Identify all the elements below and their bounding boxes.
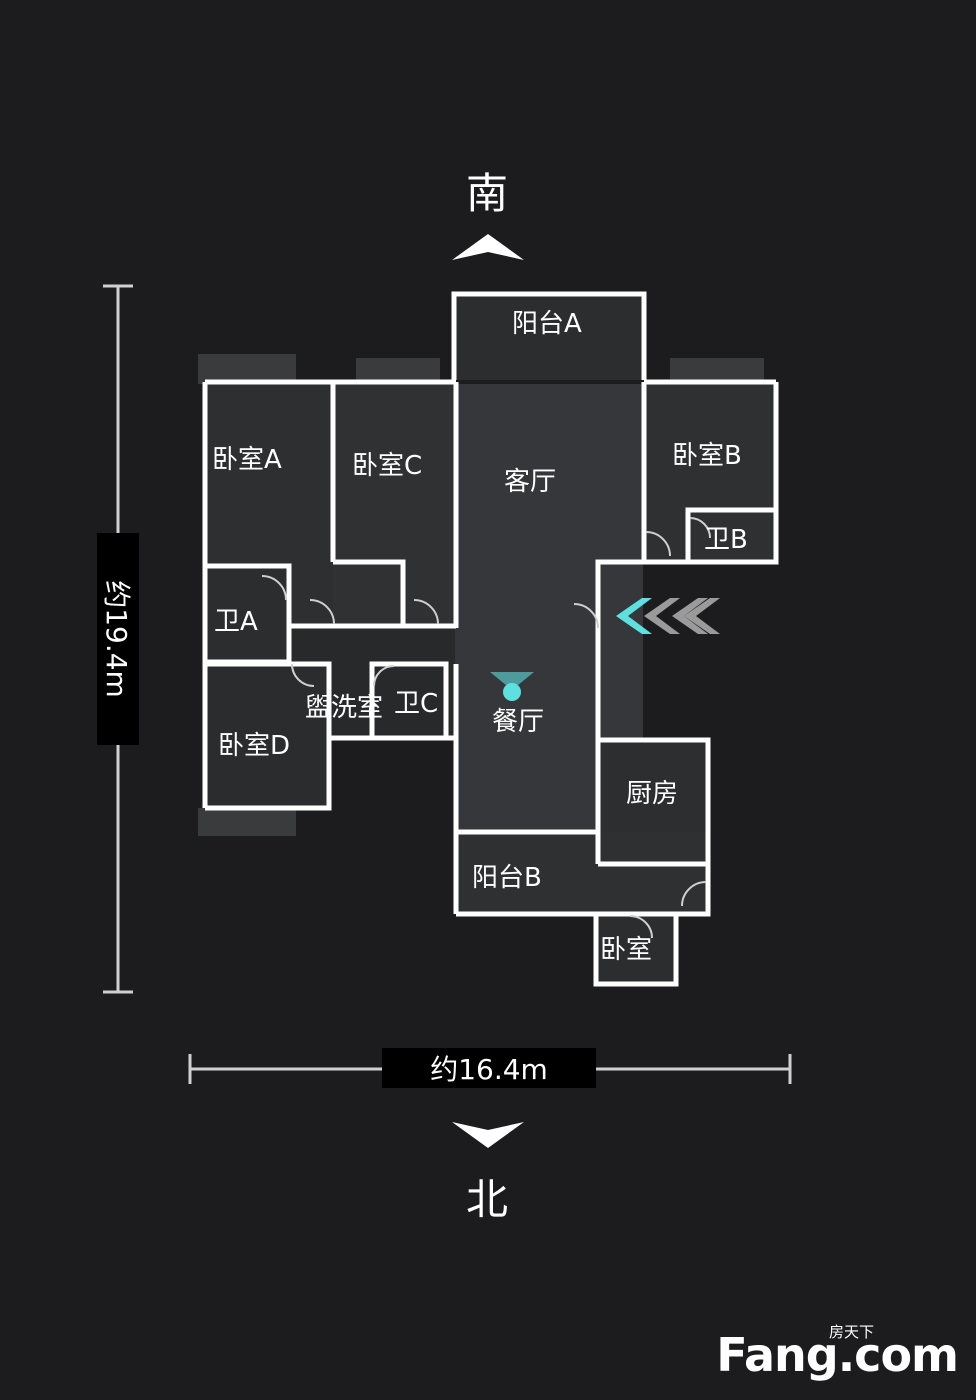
room-label-bedroom-d: 卧室D — [218, 731, 290, 761]
room-label-bedroom-a: 卧室A — [212, 445, 282, 475]
room-label-washroom: 盥洗室 — [305, 693, 383, 723]
entrance-chevrons-icon — [616, 598, 720, 634]
room-label-bath-b: 卫B — [704, 525, 748, 555]
room-label-bath-a: 卫A — [214, 607, 258, 637]
room-label-bedroom-c: 卧室C — [352, 451, 422, 481]
door-bedroom-c — [413, 599, 439, 625]
watermark-big-text: Fang.com — [716, 1328, 959, 1382]
door-bath-a — [261, 575, 287, 601]
floor-bedroom-d — [205, 664, 329, 808]
door-bedroom-b — [645, 531, 671, 557]
room-label-dining-room: 餐厅 — [492, 707, 544, 737]
floors — [198, 294, 775, 984]
floor-balcony-b — [455, 832, 707, 914]
room-label-bedroom: 卧室 — [600, 935, 652, 965]
room-label-balcony-a: 阳台A — [512, 309, 582, 339]
floor-bath-a — [205, 566, 289, 662]
window-bedroom-a — [198, 354, 296, 384]
room-label-bedroom-b: 卧室B — [672, 441, 742, 471]
door-bath-b — [689, 517, 711, 539]
door-swings — [261, 517, 711, 939]
room-label-balcony-b: 阳台B — [472, 863, 542, 893]
floor-balcony-a — [454, 294, 644, 380]
watermark-small-text: 房天下 — [828, 1323, 874, 1341]
compass-south-label: 南 — [466, 169, 509, 218]
door-bath-c — [373, 665, 395, 687]
room-label-living-room: 客厅 — [504, 467, 556, 497]
width-dimension-label: 约16.4m — [382, 1048, 596, 1088]
room-label-bath-c: 卫C — [394, 689, 438, 719]
south-down-arrow-icon — [452, 1122, 524, 1148]
north-up-arrow-icon — [452, 234, 524, 260]
compass-north-label: 北 — [466, 1175, 509, 1224]
floor-bedroom-c — [333, 384, 455, 624]
viewpoint-marker-icon — [490, 672, 534, 701]
door-small-bedroom — [629, 915, 653, 939]
door-living-east — [573, 603, 599, 629]
height-dimension-label: 约19.4m — [97, 533, 139, 745]
door-bedroom-d — [291, 663, 315, 687]
walls — [202, 291, 779, 987]
door-balcony-b — [681, 881, 707, 907]
door-bedroom-a — [309, 599, 335, 625]
watermark-logo: Fang.com — [716, 1328, 959, 1382]
room-label-kitchen: 厨房 — [626, 779, 678, 809]
window-bedroom-d — [198, 808, 296, 836]
floor-small-bedroom — [595, 914, 675, 984]
